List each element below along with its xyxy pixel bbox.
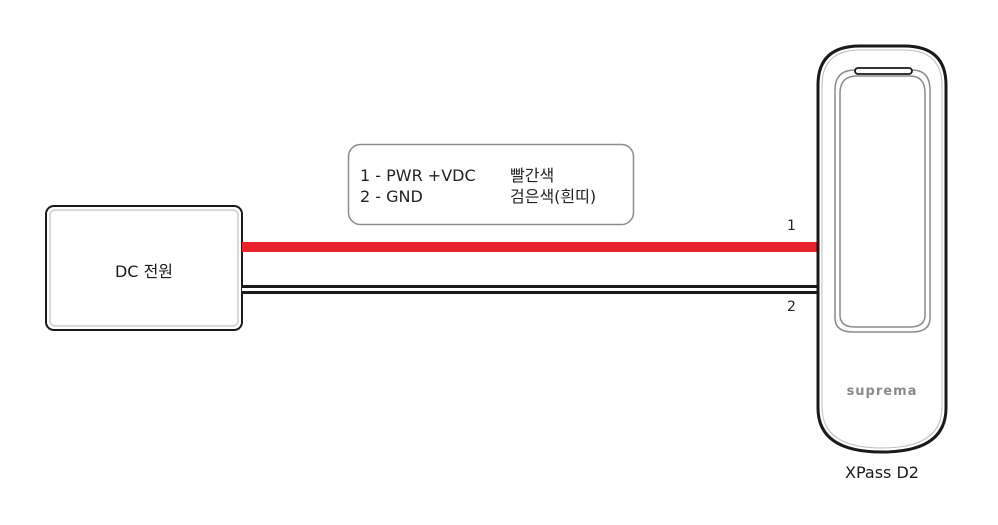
pin-number-2: 2 (787, 299, 796, 315)
wire-2-white-stripe (242, 288, 818, 291)
device-reader-panel (834, 69, 931, 333)
wire-1-red (242, 242, 818, 252)
legend-pin-2: 2 - GND (360, 187, 423, 206)
device-brand-logo: suprema (846, 384, 918, 399)
device-body-inner-edge (821, 49, 943, 449)
device-led-bar (854, 67, 913, 75)
power-source-box (45, 205, 243, 331)
legend-color-1: 빨간색 (510, 166, 555, 185)
legend-box (347, 143, 635, 226)
power-source-box-inner (49, 209, 239, 327)
device-name: XPass D2 (845, 463, 919, 482)
pin-number-1: 1 (787, 218, 796, 234)
device-body (816, 44, 948, 454)
device-reader-panel-inner (839, 75, 926, 328)
power-source-label: DC 전원 (114, 262, 174, 281)
legend-color-2: 검은색(흰띠) (510, 187, 597, 206)
legend-pin-1: 1 - PWR +VDC (360, 166, 476, 185)
